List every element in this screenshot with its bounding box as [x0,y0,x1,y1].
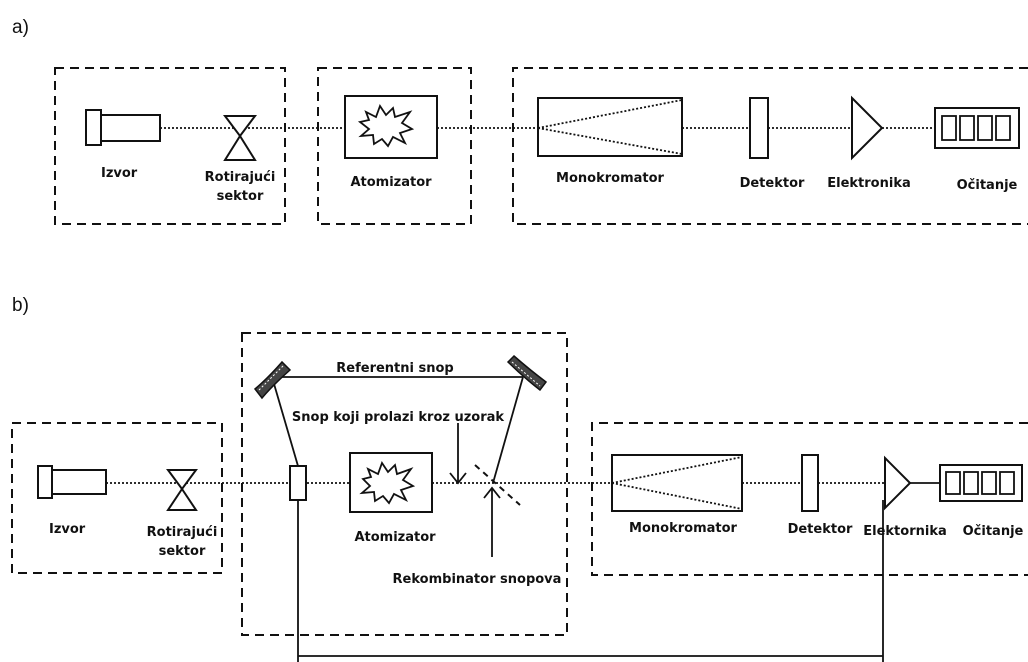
chopper-icon [166,469,198,511]
monochromator-label: Monokromator [556,171,665,186]
reference-beam-path [492,376,524,484]
source-label: Izvor [49,522,86,537]
chopper-icon [223,115,257,161]
chopper-label-line2: sektor [159,544,206,559]
amplifier-icon [884,455,912,511]
detector-icon [801,454,819,512]
sample-beam-label: Snop koji prolazi kroz uzorak [292,410,504,425]
detector-icon [749,97,769,159]
monochromator-icon [537,97,683,157]
beam-recombiner-icon [474,464,521,506]
reference-beam-label: Referentni snop [336,361,453,376]
readout-label: Očitanje [957,178,1018,193]
panel-b: b) [11,295,1028,662]
mirror-icon [253,360,292,400]
source-group-box [54,67,286,225]
atomizer-label: Atomizator [350,175,432,190]
detection-group-box [512,67,1028,225]
monochromator-label: Monokromator [629,521,738,536]
electronics-label: Elektornika [863,524,946,539]
source-label: Izvor [101,166,138,181]
readout-display-icon [934,107,1020,149]
reference-beam-path [271,376,299,467]
panel-b-label: b) [12,295,29,316]
chopper-label-line1: Rotirajući [205,170,276,185]
panel-a: a) [12,17,1028,225]
amplifier-icon [851,95,884,161]
detector-label: Detektor [740,176,805,191]
detector-label: Detektor [788,522,853,537]
source-group-box [11,422,223,574]
atomizer-icon [344,95,438,159]
recombiner-label: Rekombinator snopova [393,572,562,587]
atomizer-icon [349,452,433,513]
monochromator-icon [611,454,743,512]
beam-split-group-box [241,332,568,636]
detection-group-box [591,422,1028,576]
chopper-label-line2: sektor [217,189,264,204]
electronics-label: Elektronika [827,176,910,191]
readout-display-icon [939,464,1023,502]
panel-a-label: a) [12,17,29,38]
chopper-label-line1: Rotirajući [147,525,218,540]
lamp-icon [85,109,161,146]
lamp-icon [37,465,107,499]
recombiner-arrow [483,486,501,557]
atomizer-group-box [317,67,472,225]
mirror-icon [506,354,548,392]
atomizer-label: Atomizator [354,530,436,545]
readout-label: Očitanje [963,524,1024,539]
beam-splitter-icon [289,465,307,501]
sample-beam-arrow [449,423,467,485]
